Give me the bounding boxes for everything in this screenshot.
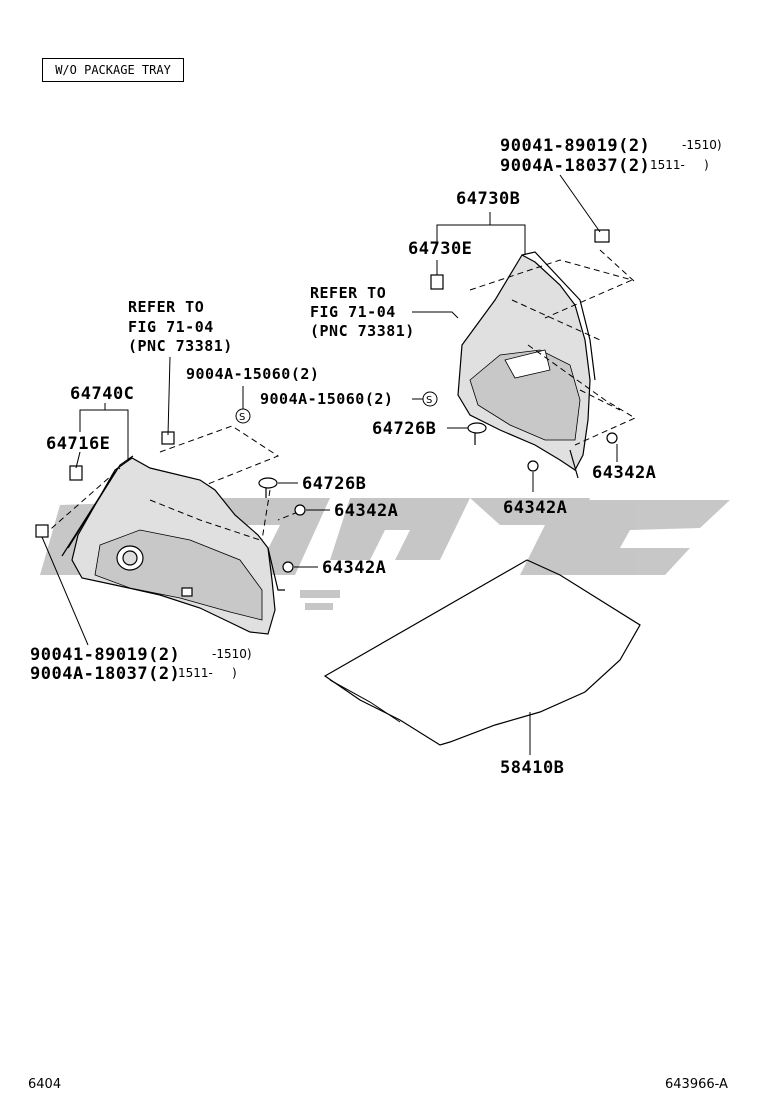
part-label-64342a-right-1: 64342A (592, 463, 657, 483)
screw-label-left: 9004A-15060(2) (186, 365, 320, 383)
refer-left-line3: (PNC 73381) (128, 337, 233, 355)
fastener-range-top-right-1: -1510) (682, 138, 722, 152)
grommet-icon (258, 422, 618, 573)
variant-note-box: W/O PACKAGE TRAY (42, 58, 184, 82)
clip-icon (35, 229, 610, 538)
refer-right-line2: FIG 71-04 (310, 303, 396, 321)
fastener-range-bottom-left-2: 1511- ) (178, 666, 237, 680)
trim-panel-right (457, 251, 596, 479)
screw-label-right: 9004A-15060(2) (260, 390, 394, 408)
svg-text:S: S (426, 395, 432, 406)
part-label-64342a-left-2: 64342A (322, 558, 387, 578)
part-label-64726b-left: 64726B (302, 474, 367, 494)
floor-mat-outline (323, 559, 641, 746)
part-label-64342a-right-2: 64342A (503, 498, 568, 518)
fastener-range-top-right-2: 1511- ) (650, 158, 709, 172)
fastener-label-top-right-1: 90041-89019(2) (500, 136, 651, 156)
fastener-label-bottom-left-1: 90041-89019(2) (30, 645, 181, 665)
figure-id: 643966-A (665, 1077, 728, 1092)
svg-text:S: S (239, 412, 245, 423)
refer-left-line2: FIG 71-04 (128, 318, 214, 336)
screw-symbol-s (235, 391, 438, 424)
part-label-64730e: 64730E (408, 239, 473, 259)
part-label-64342a-left-1: 64342A (334, 501, 399, 521)
refer-right-line1: REFER TO (310, 284, 387, 302)
part-label-64740c: 64740C (70, 384, 135, 404)
part-label-64716e: 64716E (46, 434, 111, 454)
trim-panel-left (61, 455, 285, 635)
fastener-label-bottom-left-2: 9004A-18037(2) (30, 664, 181, 684)
fastener-range-bottom-left-1: -1510) (212, 647, 252, 661)
part-label-64726b-right: 64726B (372, 419, 437, 439)
refer-right-line3: (PNC 73381) (310, 322, 415, 340)
refer-left-line1: REFER TO (128, 298, 205, 316)
part-label-58410b: 58410B (500, 758, 565, 778)
page-code: 6404 (28, 1077, 62, 1092)
part-label-64730b: 64730B (456, 189, 521, 209)
fastener-label-top-right-2: 9004A-18037(2) (500, 156, 651, 176)
